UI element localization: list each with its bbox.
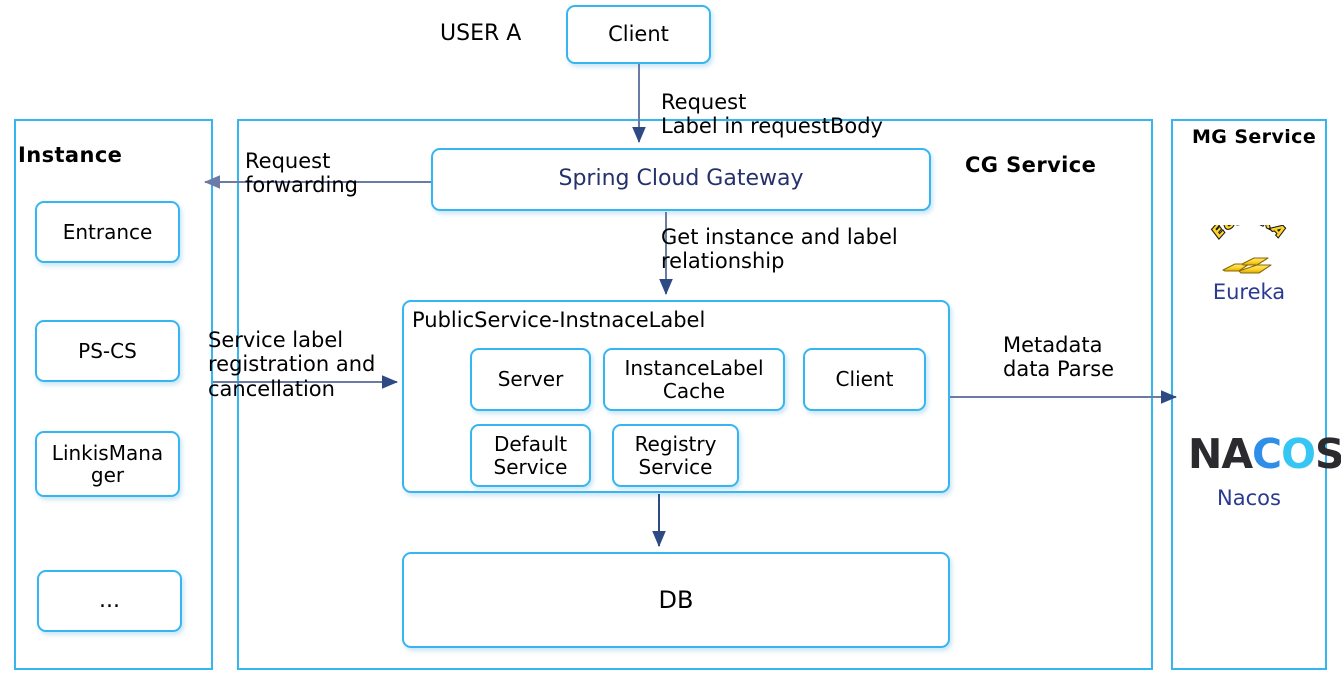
user-a-label: USER A xyxy=(440,21,522,46)
node-server[interactable]: Server xyxy=(470,348,591,411)
node-client-inner[interactable]: Client xyxy=(803,348,926,411)
panel-title-mg-service: MG Service xyxy=(1192,126,1317,148)
eureka-caption-wrap: Eureka xyxy=(1185,280,1313,304)
nacos-logo-icon: NACOS. xyxy=(1188,434,1341,475)
edge-label-request-label-body: Request Label in requestBody xyxy=(661,90,883,139)
edge-label-metadata-parse: Metadata data Parse xyxy=(1003,333,1115,382)
node-ellipsis[interactable]: ... xyxy=(37,570,182,632)
nacos-mark-o: O xyxy=(1281,430,1316,478)
node-db[interactable]: DB xyxy=(402,552,950,648)
panel-title-cg-service: CG Service xyxy=(965,153,1097,177)
edge-label-service-label-registration: Service label registration and cancellat… xyxy=(208,328,376,401)
node-ps-cs[interactable]: PS-CS xyxy=(35,320,180,382)
node-entrance[interactable]: Entrance xyxy=(35,201,180,263)
node-default-service[interactable]: Default Service xyxy=(470,424,591,487)
edge-label-request-forwarding: Request forwarding xyxy=(245,149,358,198)
nacos-mark-c: C xyxy=(1252,430,1282,478)
eureka-caption: Eureka xyxy=(1212,280,1286,304)
panel-title-instance: Instance xyxy=(18,143,123,167)
public-service-title: PublicService-InstnaceLabel xyxy=(412,308,706,332)
node-spring-cloud-gateway[interactable]: Spring Cloud Gateway xyxy=(431,148,931,211)
nacos-caption-wrap: Nacos xyxy=(1185,486,1313,510)
node-registry-service[interactable]: Registry Service xyxy=(612,424,739,487)
nacos-mark-na: NA xyxy=(1188,430,1253,478)
node-instancelabel-cache[interactable]: InstanceLabel Cache xyxy=(603,348,785,411)
node-client-top[interactable]: Client xyxy=(566,5,711,64)
nacos-mark-s: S xyxy=(1315,430,1341,478)
edge-label-get-instance-relationship: Get instance and label relationship xyxy=(661,225,898,274)
node-linkismanager[interactable]: LinkisMana ger xyxy=(35,431,180,497)
nacos-caption: Nacos xyxy=(1217,486,1281,510)
